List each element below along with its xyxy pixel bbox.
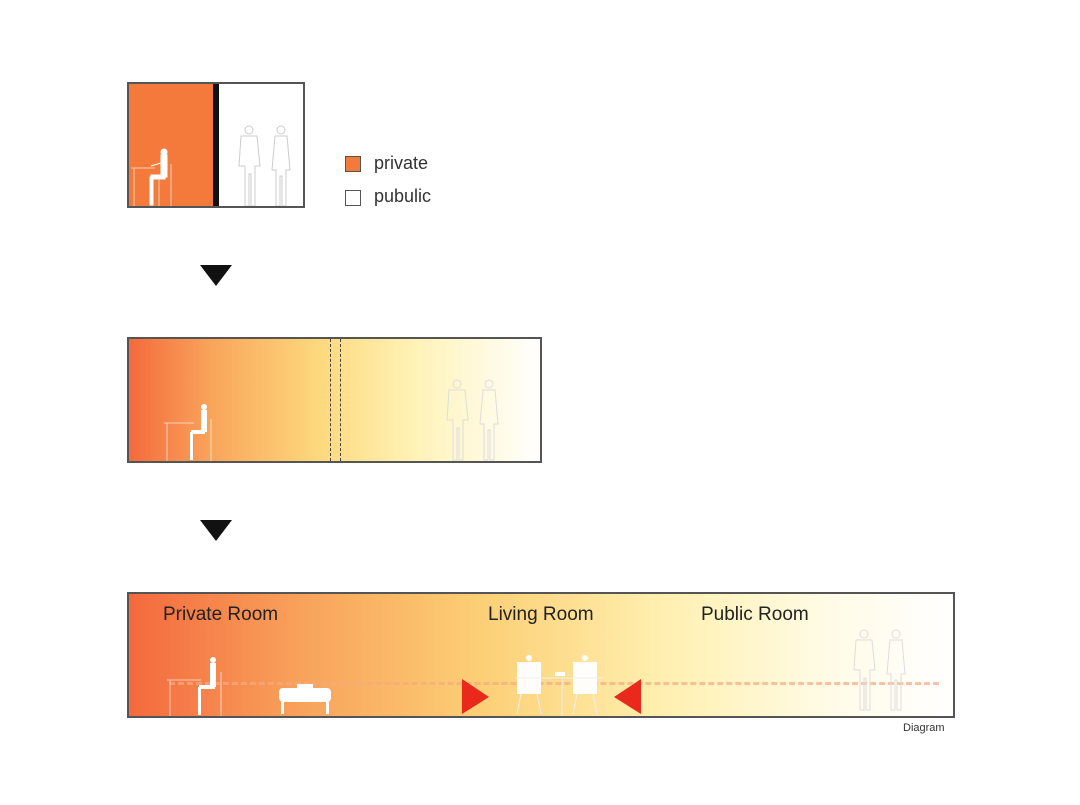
legend-private-swatch (345, 156, 361, 172)
left-arrow-icon (614, 679, 641, 714)
stage3-diagram: Private Room Living Room Public Room (127, 592, 955, 718)
standing-people-icon (853, 629, 906, 711)
legend-public-swatch (345, 190, 361, 206)
standing-people-icon (238, 125, 291, 206)
legend-private-label: private (374, 153, 429, 173)
standing-people-icon (446, 379, 499, 461)
living-room-label: Living Room (488, 604, 594, 625)
private-room-label: Private Room (163, 604, 279, 625)
seated-person-icon (164, 404, 212, 461)
public-room-label: Public Room (701, 604, 809, 625)
ottoman-icon (279, 684, 331, 714)
seated-person-icon (167, 657, 222, 716)
down-arrow-icon (200, 265, 232, 286)
stage2-diagram (127, 337, 542, 463)
down-arrow-icon (200, 520, 232, 541)
seated-person-icon (131, 148, 172, 206)
right-arrow-icon (462, 679, 489, 714)
circulation-line (169, 682, 939, 685)
diagram-caption: Diagram (903, 722, 945, 734)
dining-group-icon (515, 655, 603, 716)
solid-wall (213, 84, 219, 206)
stage1-diagram (127, 82, 305, 208)
legend-public-label: pubulic (374, 186, 432, 206)
permeable-wall (330, 339, 341, 461)
